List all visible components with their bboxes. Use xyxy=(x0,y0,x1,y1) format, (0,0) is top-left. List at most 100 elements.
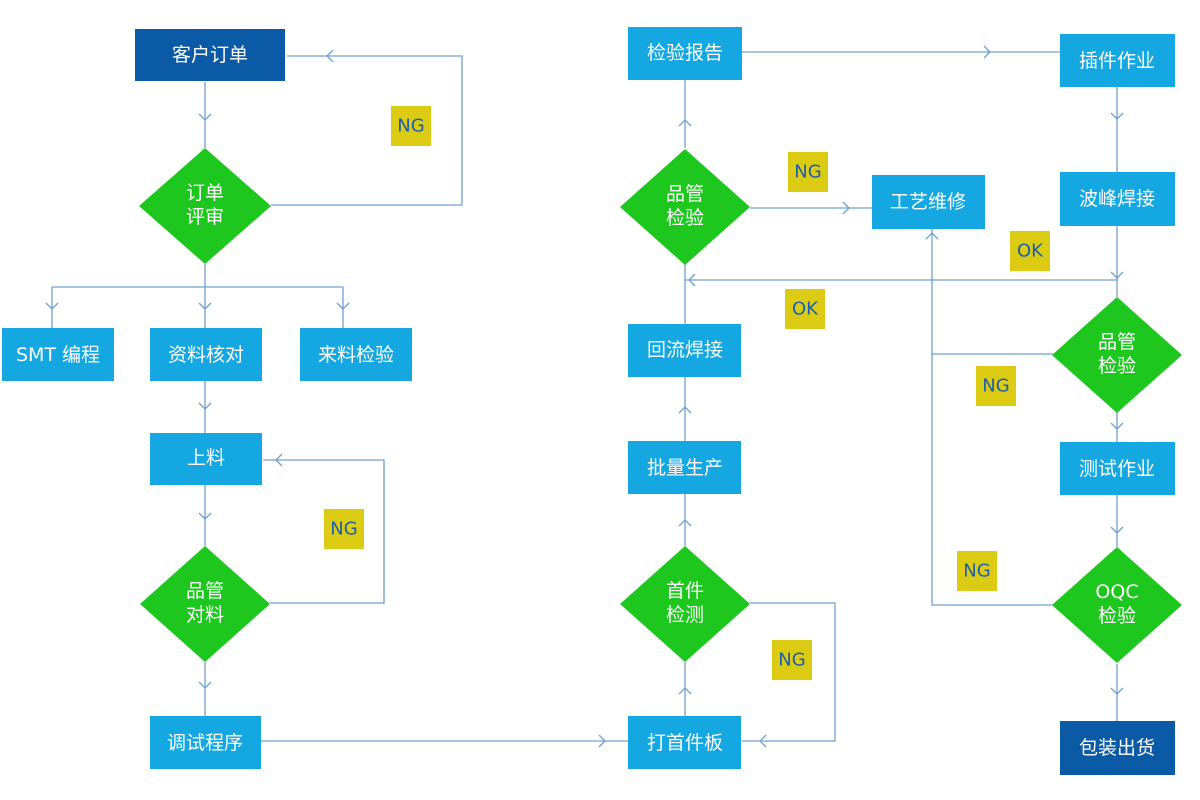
loading-label: 上料 xyxy=(187,447,225,469)
reflow-soldering-box xyxy=(628,324,741,377)
arrowhead xyxy=(759,734,767,748)
testing-label: 测试作业 xyxy=(1079,458,1155,480)
qc-inspection-2-diamond xyxy=(1052,297,1182,413)
arrowhead xyxy=(198,512,212,520)
wave-soldering-box xyxy=(1060,172,1175,226)
insertion-box xyxy=(1060,34,1175,87)
node-loading[interactable]: 上料 xyxy=(150,433,262,485)
pack-ship-label: 包装出货 xyxy=(1079,737,1155,759)
first-board-label: 打首件板 xyxy=(647,732,723,754)
connector-oqc-ng-to-repair xyxy=(931,354,1053,606)
arrowhead xyxy=(198,402,212,410)
qc-inspection-1-label-line1: 品管 xyxy=(666,183,704,205)
tag-ok-qc-1: OK xyxy=(785,289,825,329)
tag-box xyxy=(785,289,825,329)
qc-inspection-2-label-line1: 品管 xyxy=(1098,331,1136,353)
arrowhead xyxy=(198,681,212,689)
connector-qc-ng-loop xyxy=(263,459,385,604)
qc-material-check-diamond xyxy=(140,546,270,662)
arrowhead xyxy=(198,113,212,121)
loading-box xyxy=(150,433,262,485)
decision-oqc-inspection[interactable]: OQC 检验 xyxy=(1052,547,1182,663)
arrowhead xyxy=(678,119,692,127)
arrowhead xyxy=(925,232,939,240)
arrowhead xyxy=(275,453,283,467)
arrowhead xyxy=(598,734,606,748)
first-article-test-label-line2: 检测 xyxy=(666,604,704,626)
node-testing[interactable]: 测试作业 xyxy=(1060,442,1175,495)
decision-qc-inspection-2[interactable]: 品管 检验 xyxy=(1052,297,1182,413)
tag-text: OK xyxy=(792,299,819,320)
decision-first-article-test[interactable]: 首件 检测 xyxy=(620,546,750,662)
qc-inspection-1-diamond xyxy=(620,149,750,265)
node-smt-programming[interactable]: SMT 编程 xyxy=(2,328,114,381)
node-wave-soldering[interactable]: 波峰焊接 xyxy=(1060,172,1175,226)
tag-box xyxy=(391,106,431,146)
tag-ng-material-check: NG xyxy=(324,509,364,549)
tag-ok-wave: OK xyxy=(1010,231,1050,271)
inspection-report-box xyxy=(628,27,742,80)
tag-box xyxy=(957,551,997,591)
wave-soldering-label: 波峰焊接 xyxy=(1079,188,1155,210)
data-check-label: 资料核对 xyxy=(168,344,244,366)
arrowhead xyxy=(688,273,696,287)
arrowhead xyxy=(678,406,692,414)
connector-firsttest-ng-loop xyxy=(742,602,836,742)
tag-ng-qc-2: NG xyxy=(976,366,1016,406)
customer-order-box xyxy=(135,29,285,81)
oqc-inspection-label-line1: OQC xyxy=(1095,581,1138,603)
tag-box xyxy=(772,640,812,680)
tag-box xyxy=(788,152,828,192)
node-data-check[interactable]: 资料核对 xyxy=(150,328,262,381)
process-repair-box xyxy=(872,175,985,229)
node-debug-program[interactable]: 调试程序 xyxy=(150,716,261,769)
arrowhead xyxy=(842,201,850,215)
node-process-repair[interactable]: 工艺维修 xyxy=(872,175,985,229)
decision-order-review[interactable]: 订单 评审 xyxy=(139,148,271,264)
decision-qc-material-check[interactable]: 品管 对料 xyxy=(140,546,270,662)
node-inspection-report[interactable]: 检验报告 xyxy=(628,27,742,80)
connector-review-ng-loop xyxy=(271,55,463,206)
decision-qc-inspection-1[interactable]: 品管 检验 xyxy=(620,149,750,265)
smt-programming-label: SMT 编程 xyxy=(16,344,100,366)
node-customer-order[interactable]: 客户订单 xyxy=(135,29,285,81)
node-insertion[interactable]: 插件作业 xyxy=(1060,34,1175,87)
pack-ship-box xyxy=(1060,721,1175,775)
arrowhead xyxy=(983,45,991,59)
connectors xyxy=(45,45,1124,748)
tag-box xyxy=(1010,231,1050,271)
connector-review-to-branches xyxy=(51,264,344,328)
arrowhead xyxy=(198,302,212,310)
tag-text: NG xyxy=(778,650,805,671)
process-repair-label: 工艺维修 xyxy=(890,191,966,213)
first-board-box xyxy=(628,716,741,769)
oqc-inspection-diamond xyxy=(1052,547,1182,663)
incoming-inspection-box xyxy=(300,328,412,381)
arrowhead xyxy=(1110,271,1124,279)
order-review-label-line1: 订单 xyxy=(186,182,224,204)
arrowhead xyxy=(326,49,334,63)
tag-text: OK xyxy=(1017,241,1044,262)
node-first-board[interactable]: 打首件板 xyxy=(628,716,741,769)
arrowhead xyxy=(1110,687,1124,695)
first-article-test-diamond xyxy=(620,546,750,662)
node-incoming-inspection[interactable]: 来料检验 xyxy=(300,328,412,381)
tag-text: NG xyxy=(397,116,424,137)
tag-ng-order-review: NG xyxy=(391,106,431,146)
qc-material-check-label-line2: 对料 xyxy=(186,604,224,626)
arrowhead xyxy=(1110,422,1124,430)
mass-production-label: 批量生产 xyxy=(647,457,723,479)
tag-text: NG xyxy=(794,162,821,183)
arrowhead xyxy=(1110,526,1124,534)
node-mass-production[interactable]: 批量生产 xyxy=(628,441,741,494)
arrowhead xyxy=(678,519,692,527)
tag-text: NG xyxy=(963,561,990,582)
reflow-soldering-label: 回流焊接 xyxy=(647,339,723,361)
insertion-label: 插件作业 xyxy=(1079,50,1155,72)
node-reflow-soldering[interactable]: 回流焊接 xyxy=(628,324,741,377)
testing-box xyxy=(1060,442,1175,495)
order-review-diamond xyxy=(139,148,271,264)
incoming-inspection-label: 来料检验 xyxy=(318,344,394,366)
node-pack-ship[interactable]: 包装出货 xyxy=(1060,721,1175,775)
